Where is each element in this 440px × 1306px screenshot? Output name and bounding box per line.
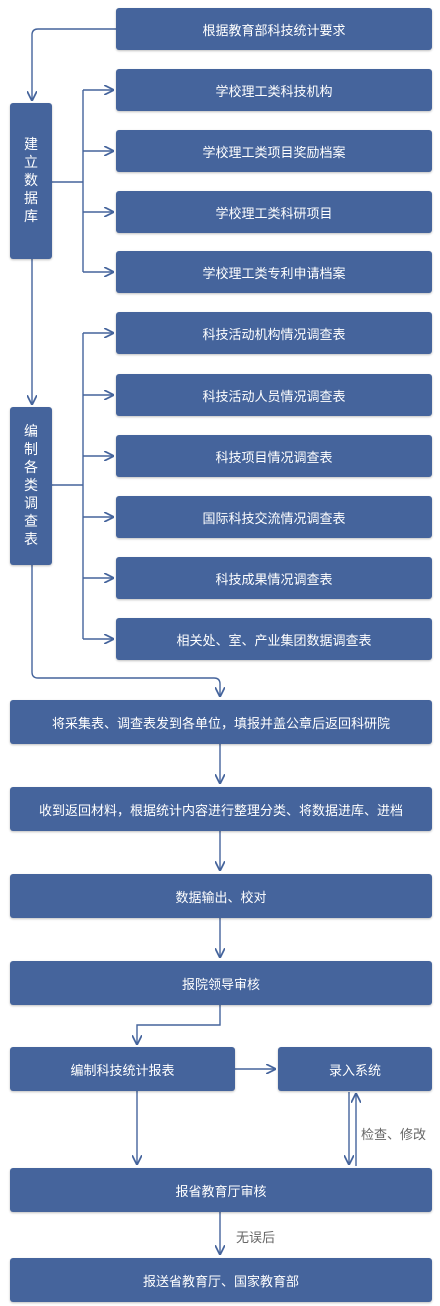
database-item: 学校理工类专利申请档案: [116, 251, 432, 293]
distribute-forms-step: 将采集表、调查表发到各单位，填报并盖公章后返回科研院: [10, 700, 432, 744]
no-error-label: 无误后: [236, 1231, 276, 1246]
survey-item: 科技项目情况调查表: [116, 435, 432, 477]
province-review-box: 报省教育厅审核: [10, 1168, 432, 1212]
survey-item: 科技成果情况调查表: [116, 557, 432, 599]
compile-surveys-box: 编制各类调查表: [10, 407, 52, 565]
system-entry-box: 录入系统: [278, 1047, 432, 1091]
database-item: 学校理工类项目奖励档案: [116, 130, 432, 172]
compile-report-box: 编制科技统计报表: [10, 1047, 235, 1091]
data-output-step: 数据输出、校对: [10, 874, 432, 918]
leader-review-step: 报院领导审核: [10, 961, 432, 1005]
survey-item: 科技活动机构情况调查表: [116, 312, 432, 354]
check-modify-label: 检查、修改: [361, 1128, 427, 1143]
compile-surveys-label: 编制各类调查表: [24, 424, 38, 548]
survey-item: 科技活动人员情况调查表: [116, 374, 432, 416]
top-requirement-box: 根据教育部科技统计要求: [116, 8, 432, 50]
survey-item: 相关处、室、产业集团数据调查表: [116, 618, 432, 660]
survey-item: 国际科技交流情况调查表: [116, 496, 432, 538]
build-database-label: 建立数据库: [24, 137, 38, 225]
collect-materials-step: 收到返回材料，根据统计内容进行整理分类、将数据进库、进档: [10, 787, 432, 831]
final-submit-box: 报送省教育厅、国家教育部: [10, 1258, 432, 1302]
build-database-box: 建立数据库: [10, 103, 52, 259]
database-item: 学校理工类科研项目: [116, 191, 432, 233]
database-item: 学校理工类科技机构: [116, 69, 432, 111]
